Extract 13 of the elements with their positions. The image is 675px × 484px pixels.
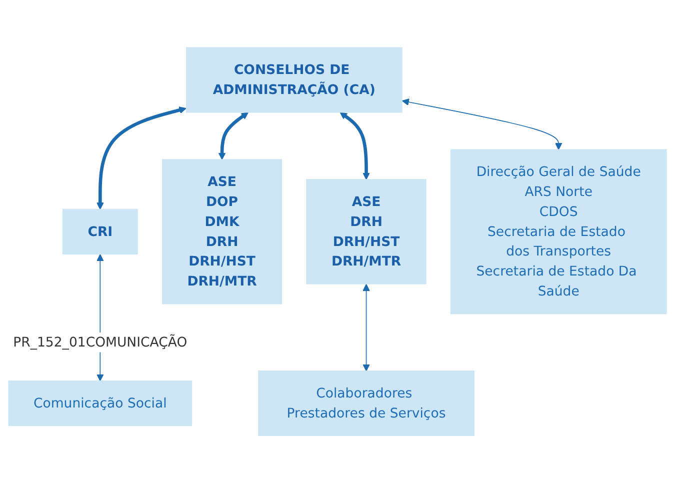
node-box bbox=[8, 380, 192, 426]
node-box bbox=[162, 160, 282, 305]
node-box bbox=[450, 150, 667, 315]
arrow bbox=[340, 112, 370, 180]
arrow bbox=[402, 98, 562, 150]
arrow bbox=[96, 106, 186, 210]
node-box bbox=[306, 179, 426, 285]
arrow bbox=[218, 112, 248, 160]
arrow bbox=[362, 284, 370, 372]
node-box bbox=[62, 209, 138, 255]
node-box bbox=[258, 370, 474, 436]
diagram: PR_152_01COMUNICAÇÃO CONSELHOS DE ADMINISTRAÇÃO (CA) CRI ASE DOP DMK DRH DRH/HST DRH/MTR ASE DRH DRH/HST DRH/MTR Colaboradores Prestadores de Serviços Comunicação Social Direcção Geral de Saúde ARS Norte CDOS Secretaria de Estado dos Transportes Secretaria de Estado Da Saúde bbox=[2, 41, 673, 443]
node-box bbox=[186, 48, 402, 114]
